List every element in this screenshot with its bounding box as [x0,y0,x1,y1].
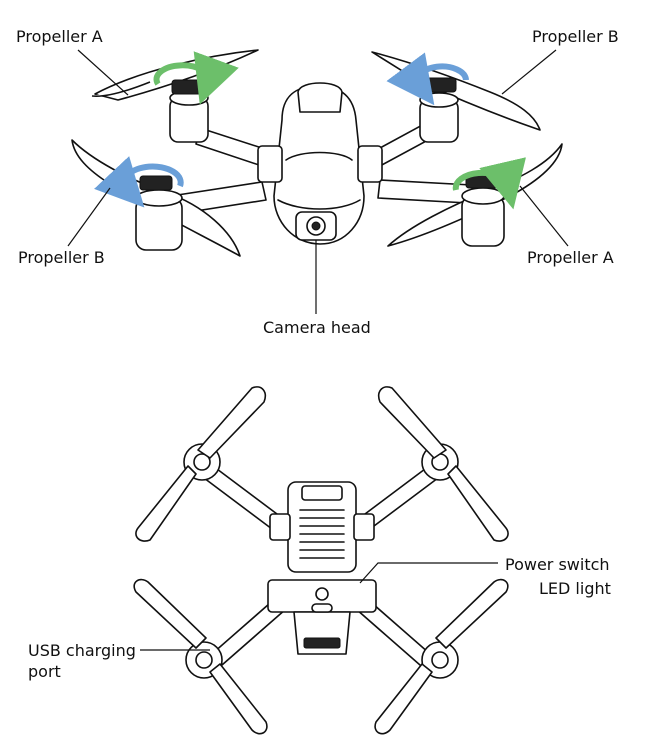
label-camera-head: Camera head [263,318,371,337]
label-usb-charging-line1: USB charging [28,641,136,660]
propeller-a-bottom-right [387,143,563,247]
propeller-b-top-right [371,51,541,143]
leader-lines-bottom [140,562,498,651]
power-switch-button [315,587,329,601]
label-propeller-a-top-left: Propeller A [16,27,103,46]
drone-underside-view [133,386,509,735]
camera-head [295,211,337,241]
drone-perspective-view [67,49,569,314]
cooling-vents [299,509,345,559]
label-led-light: LED light [539,579,611,598]
drone-body [257,82,383,245]
label-propeller-a-bottom-right: Propeller A [527,248,614,267]
rotation-arrow-blue-icon [94,156,184,208]
label-propeller-b-top-right: Propeller B [532,27,619,46]
label-usb-charging-line2: port [28,662,61,681]
label-power-switch: Power switch [505,555,610,574]
underside-propellers [133,386,509,735]
led-light-indicator [311,603,333,613]
rotation-arrow-green-icon [153,51,239,105]
leader-lines-top [67,49,569,314]
underside-fuselage [267,481,377,655]
rotation-arrow-blue-icon [386,52,469,106]
propeller-a-top-left [91,49,259,143]
rotation-arrow-green-icon [452,157,526,210]
label-propeller-b-bottom-left: Propeller B [18,248,105,267]
propeller-b-bottom-left [71,139,241,257]
usb-charging-port [303,637,341,649]
